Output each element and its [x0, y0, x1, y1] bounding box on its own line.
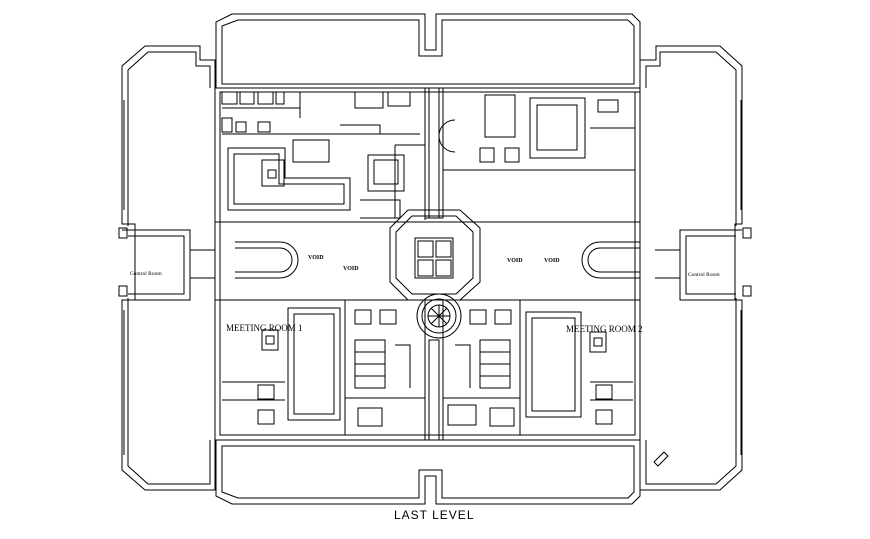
left-wing	[118, 45, 216, 491]
meeting-room-right	[519, 299, 635, 435]
void-label-4: VOID	[544, 258, 560, 264]
control-room-right-label: Control Room	[688, 272, 720, 278]
drawing-caption: LAST LEVEL	[394, 508, 475, 522]
upper-right-area	[438, 91, 640, 222]
right-wing	[639, 45, 752, 491]
void-label-1: VOID	[308, 255, 324, 261]
void-label-2: VOID	[343, 266, 359, 272]
toilets	[345, 309, 520, 427]
control-room-left-label: Control Room	[130, 271, 162, 277]
meeting-room-left	[220, 299, 346, 435]
meeting-room-2-label: MEETING ROOM 2	[566, 324, 643, 334]
upper-left-services	[221, 91, 426, 220]
meeting-room-1-label: MEETING ROOM 1	[226, 323, 303, 333]
void-label-3: VOID	[507, 258, 523, 264]
bottom-bays	[215, 439, 641, 505]
left-stair	[235, 241, 299, 279]
central-shaft	[424, 87, 444, 441]
top-bays	[215, 13, 641, 89]
right-stair	[581, 241, 640, 279]
core-outline	[214, 87, 641, 441]
central-core	[389, 209, 481, 339]
